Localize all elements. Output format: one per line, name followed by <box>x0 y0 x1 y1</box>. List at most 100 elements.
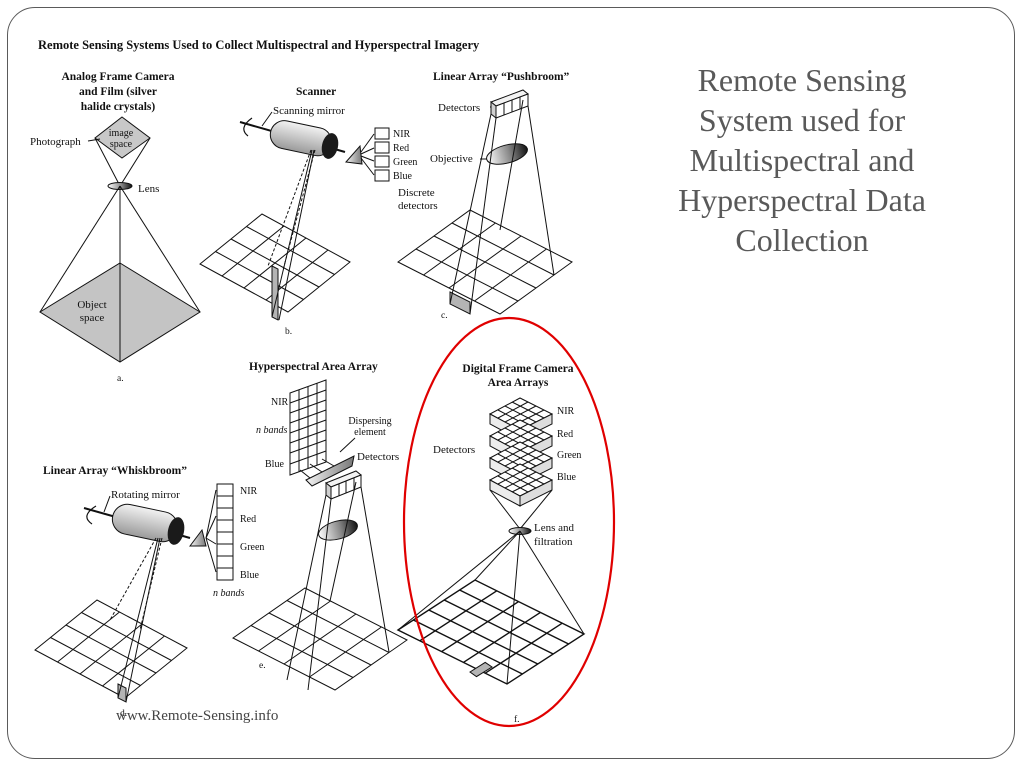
lens-filtration-label-1: Lens and <box>534 522 575 534</box>
dispersion-ray <box>205 515 217 539</box>
whisk-n-bands: n bands <box>213 588 245 599</box>
panel-b-caption: b. <box>285 327 292 337</box>
area-band-blue: Blue <box>557 472 576 483</box>
grid-line <box>413 619 523 675</box>
grid-line <box>448 235 522 289</box>
photograph-leader <box>87 138 101 142</box>
ifov-ray-dashed <box>267 149 312 267</box>
grid-line <box>243 237 307 289</box>
figure-title: Remote Sensing Systems Used to Collect M… <box>38 38 480 52</box>
whisk-ray <box>117 537 159 699</box>
image-ray-left <box>94 137 121 187</box>
scan-strip <box>271 265 279 321</box>
image-space-label-1: image <box>109 128 134 139</box>
image-space-label-2: space <box>110 139 133 150</box>
area-ray <box>506 530 521 685</box>
whisk-band-green: Green <box>240 542 264 553</box>
grid-line <box>423 222 496 276</box>
rotating-mirror-label: Rotating mirror <box>111 489 180 501</box>
prism-icon <box>345 144 363 165</box>
photograph-label: Photograph <box>30 136 81 148</box>
hyper-n-bands-label: n bands <box>256 425 288 436</box>
pushbroom-ray <box>527 105 555 276</box>
dispersing-element-label-1: Dispersing <box>348 416 391 427</box>
hyper-disperse-ray <box>299 469 311 479</box>
array-grid <box>504 427 537 445</box>
ifov-ray <box>278 149 315 321</box>
hyper-objective-lens-icon <box>318 519 358 541</box>
panel-a-heading-line-1: Analog Frame Camera <box>61 71 174 83</box>
ground-grid-f <box>396 579 586 685</box>
highlight-circle <box>402 316 616 728</box>
objective-label: Objective <box>430 153 473 165</box>
grid-line <box>474 248 547 302</box>
panel-d-whiskbroom: Linear Array “Whiskbroom” Rotating mirro… <box>34 465 264 719</box>
hyper-nir-label: NIR <box>271 397 289 408</box>
panel-d-caption: d. <box>120 709 127 719</box>
array-grid-h <box>289 399 327 414</box>
pushbroom-ray <box>469 117 497 315</box>
panel-a-caption: a. <box>117 374 124 384</box>
grid-line <box>102 635 165 687</box>
detector-box <box>374 169 390 182</box>
panel-f-caption: f. <box>514 714 520 725</box>
dispersion-ray <box>360 157 375 176</box>
scanner-band-green: Green <box>393 157 417 168</box>
dispersing-element-prism <box>305 455 355 487</box>
dispersion-ray <box>205 537 217 573</box>
panel-a-heading-line-2: and Film (silver <box>79 86 157 98</box>
object-ray-2 <box>119 185 201 313</box>
discrete-detectors-label-1: Discrete <box>398 187 435 199</box>
dispersion-ray <box>205 489 217 539</box>
whisk-ray-dashed <box>109 537 157 621</box>
dispersion-ray <box>360 147 375 155</box>
area-highlight-pixel <box>469 661 493 678</box>
rotation-arrow-icon <box>86 505 97 525</box>
image-space-square <box>94 116 151 159</box>
ground-grid-c <box>397 209 573 315</box>
array-grid <box>504 405 537 423</box>
scanner-band-nir: NIR <box>393 129 411 140</box>
scanning-mirror-label: Scanning mirror <box>273 105 345 117</box>
whisk-ray-dashed <box>139 537 163 631</box>
discrete-detectors <box>360 127 390 182</box>
whisk-ray <box>125 537 161 703</box>
detector-box <box>374 155 390 168</box>
pushbroom-ray <box>449 113 492 305</box>
area-array-blue <box>488 463 554 507</box>
whisk-band-blue: Blue <box>240 570 259 581</box>
area-ray <box>519 530 585 635</box>
array-grid-h <box>289 409 327 424</box>
grid-line <box>443 599 554 655</box>
area-band-green: Green <box>557 450 581 461</box>
panel-c-caption: c. <box>441 311 448 321</box>
array-grid <box>497 401 529 419</box>
detector-box <box>374 141 390 154</box>
array-grid-h <box>289 450 327 465</box>
grid-outline <box>396 579 586 685</box>
whisk-band-red: Red <box>240 514 256 525</box>
grid-line <box>463 611 541 663</box>
whisk-band-nir: NIR <box>240 486 258 497</box>
array-grid-h <box>289 439 327 454</box>
hyper-ray <box>360 486 390 653</box>
slide-title: Remote Sensing System used for Multispec… <box>678 62 926 258</box>
whiskbroom-detector-column <box>205 483 234 581</box>
source-url: www.Remote-Sensing.info <box>116 708 279 724</box>
mirror-leader <box>103 495 111 513</box>
ground-grid-d <box>34 599 188 703</box>
dispersion-ray <box>360 155 375 162</box>
panel-e-hyperspectral: Hyperspectral Area Array NIR n bands Blu… <box>232 361 408 691</box>
dispersing-element-label-2: element <box>354 427 386 438</box>
area-band-nir: NIR <box>557 406 575 417</box>
rotation-arrow-icon <box>243 117 253 137</box>
array-grid <box>504 449 537 467</box>
panel-f-heading-line-2: Area Arrays <box>488 377 549 389</box>
lens-label: Lens <box>138 183 159 195</box>
mirror-leader <box>261 111 273 127</box>
hyper-disperse-ray <box>309 463 323 473</box>
object-space-label-2: space <box>80 312 105 324</box>
panel-f-digital-frame-camera: Digital Frame Camera Area Arrays Detecto… <box>396 316 616 728</box>
area-converge-ray <box>519 489 553 530</box>
